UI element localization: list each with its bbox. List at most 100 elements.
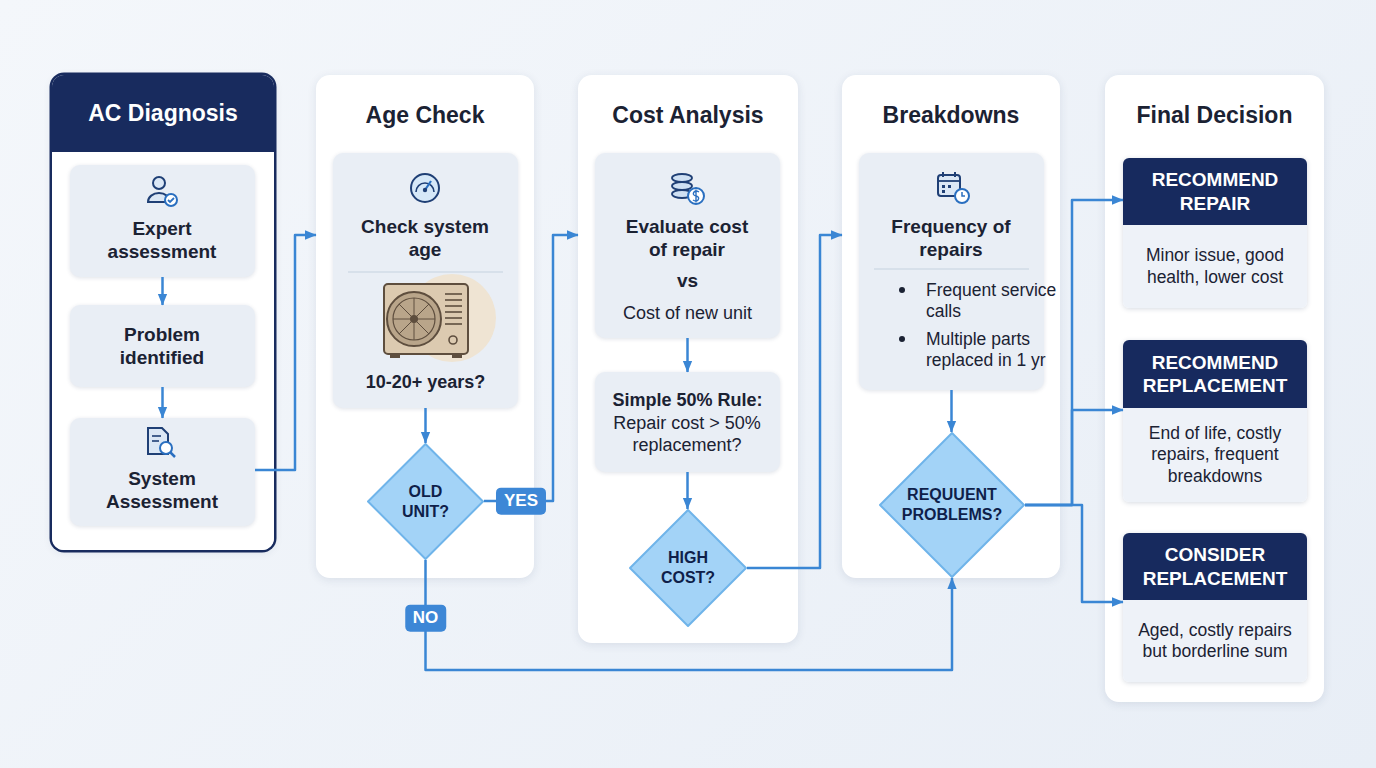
flow-arrow [686,338,689,372]
panel-title: Breakdowns [842,95,1060,135]
flow-arrow [426,560,953,670]
calendar-icon [942,172,944,177]
box-label: Expert assessment [87,215,237,265]
gauge-icon [411,174,439,202]
decision-diamond: HIGH COST? [629,509,747,627]
ac-unit-illustration [399,304,429,334]
flow-arrow [1025,505,1123,602]
flow-arrow [950,390,953,432]
ac-unit-illustration [399,304,429,334]
ac-unit-illustration [384,274,496,362]
process-box: Expert assessment [70,165,255,277]
box-label: System Assessment [87,468,237,512]
decision-diamond: OLD UNIT? [367,443,484,560]
diamond-outline [629,509,747,627]
process-box: System Assessment [70,418,255,526]
bullet-dot [899,287,905,293]
flow-arrow [255,235,316,470]
process-box: Evaluate cost of repairvsCost of new uni… [595,153,780,338]
diamond-shape [630,510,746,626]
ac-unit-illustration [393,319,435,320]
box-heading: Evaluate cost of repair [617,211,757,265]
ac-unit-illustration [414,298,415,340]
divider-line [874,268,1029,269]
stage-panel: AC DiagnosisExpert assessmentProblem ide… [52,75,274,550]
process-box: Simple 50% Rule:Repair cost > 50% replac… [595,372,780,472]
panel-title: AC Diagnosis [52,75,274,152]
flow-arrow [484,235,578,501]
ac-unit-illustration [445,305,462,307]
gauge-icon [425,181,431,190]
diamond-outline [367,443,484,560]
coins-icon [672,174,692,182]
ac-unit-illustration [445,299,462,301]
ac-unit-illustration [445,323,462,325]
stage-panel: Age CheckCheck system age10-20+ years?OL… [316,75,534,578]
ac-unit-illustration [445,317,462,319]
coins-icon [672,182,692,190]
stage-panel: BreakdownsFrequency of repairsFrequent s… [842,75,1060,578]
calendar-icon [942,185,945,188]
inspection-icon [160,442,172,454]
process-box: Check system age 10-20+ years? [333,153,518,408]
diamond-shape [368,444,483,559]
ac-unit-illustration [387,292,441,346]
diamond-shape [880,433,1024,577]
expert-icon [148,177,177,206]
bullet-text: Frequent service calls [926,277,1058,325]
gauge-icon [411,174,439,202]
inspection-icon [148,428,168,454]
flow-arrow [1025,200,1123,505]
process-box: Problem identified [70,305,255,387]
inspection-icon [152,435,161,437]
ac-unit-illustration [384,284,468,354]
card-text: Minor issue, good health, lower cost [1132,225,1298,308]
expert-icon [148,193,170,202]
ac-unit-illustration [393,298,435,340]
calendar-icon [942,190,945,193]
outcome-card: RECOMMEND REPLACEMENTEnd of life, costly… [1123,340,1307,502]
decision-label: HIGH COST? [649,539,727,597]
card-heading: CONSIDER REPLACEMENT [1128,533,1302,600]
flow-arrow [161,387,164,418]
gauge-icon [416,183,434,192]
calendar-icon [954,172,956,177]
card-text: Aged, costly repairs but borderline sum [1132,600,1298,682]
card-heading: RECOMMEND REPLACEMENT [1128,340,1302,408]
process-box: Frequency of repairsFrequent service cal… [859,153,1044,390]
box-heading: Simple 50% Rule: [600,388,775,414]
flow-arrow [747,235,842,568]
card-text: End of life, costly repairs, frequent br… [1132,408,1298,502]
outcome-card: CONSIDER REPLACEMENTAged, costly repairs… [1123,533,1307,682]
edge-label: NO [405,605,447,632]
ac-unit-illustration [452,354,462,358]
inspection-icon [152,440,159,442]
flow-arrow [686,472,689,509]
inspection-icon [148,428,175,457]
ac-unit-illustration [449,336,457,344]
card-heading: RECOMMEND REPAIR [1128,158,1302,225]
coins-icon [693,190,699,203]
expert-icon [153,177,165,189]
panel-title: Cost Analysis [578,95,798,135]
coins-icon [688,188,704,204]
box-text: 10-20+ years? [338,368,513,398]
expert-icon [168,198,174,202]
gauge-icon [423,188,427,192]
ac-unit-illustration [390,354,400,358]
expert-icon [165,194,177,206]
calendar-icon [955,189,969,203]
ac-unit-illustration [410,315,418,323]
divider-line [348,271,503,272]
calendar-icon [962,192,965,196]
calendar-icon [938,172,969,203]
decision-diamond: REQUUENT PROBLEMS? [879,432,1025,578]
box-heading: Check system age [350,211,500,265]
box-label: Problem identified [87,305,237,387]
coins-icon [672,190,692,198]
stage-panel: Final DecisionRECOMMEND REPAIRMinor issu… [1105,75,1324,702]
flow-arrow [1025,410,1123,505]
ac-unit-illustration [408,274,496,362]
decision-label: REQUUENT PROBLEMS? [897,477,1007,533]
